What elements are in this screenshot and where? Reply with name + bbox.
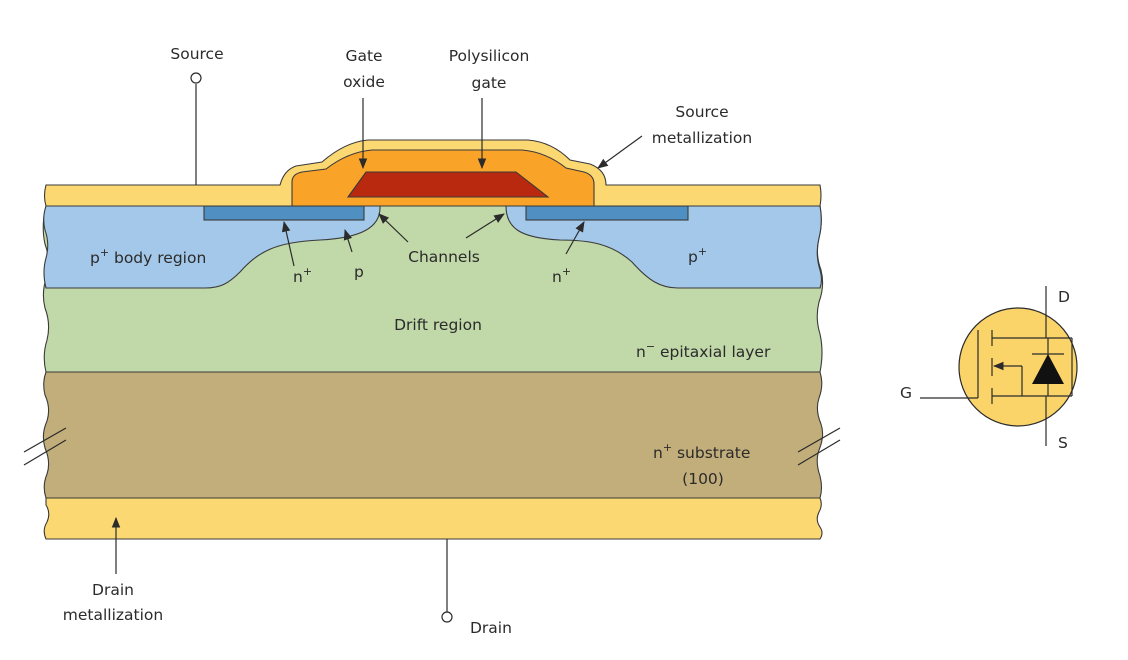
mosfet-circuit-symbol (920, 286, 1078, 446)
n-plus-right-arrow (565, 221, 585, 255)
drain-metallization-layer (43, 497, 823, 540)
symbol-gate-label: G (900, 384, 912, 402)
channels-arrow-right (465, 213, 505, 239)
n-plus-left-arrow (281, 220, 295, 267)
substrate-label: n+ substrate (653, 441, 750, 462)
source-terminal-icon (190, 72, 202, 84)
source-metallization-arrow (597, 135, 643, 169)
source-terminal (190, 72, 202, 185)
channels-arrow-left (378, 213, 409, 243)
polysilicon-gate (346, 171, 550, 198)
drain-metallization-label-line2: metallization (63, 606, 163, 624)
break-mark-icon-left (23, 427, 67, 466)
drain-metallization-label-line1: Drain (92, 581, 134, 599)
gate-oxide-label-line1: Gate (345, 47, 382, 65)
symbol-source-label: S (1058, 434, 1068, 452)
drain-terminal-icon (441, 611, 453, 623)
epitaxial-layer-label: n− epitaxial layer (636, 340, 771, 361)
p-plus-right-label: p+ (688, 245, 707, 266)
polysilicon-gate-label-line1: Polysilicon (449, 47, 530, 65)
source-label: Source (170, 45, 223, 63)
channels-label: Channels (408, 248, 480, 266)
drift-region-label: Drift region (394, 316, 482, 334)
n-plus-left-label: n+ (293, 265, 312, 286)
source-metallization-label-line1: Source (675, 103, 728, 121)
p-plus-body-region-left (43, 205, 381, 289)
polysilicon-gate-label-line2: gate (472, 74, 507, 92)
p-region-label: p (354, 263, 364, 281)
substrate-orientation-label: (100) (682, 470, 724, 488)
symbol-body-circle (958, 307, 1078, 427)
p-plus-body-region-label: p+ body region (90, 246, 206, 267)
body-diode-icon (1032, 354, 1064, 384)
drain-label: Drain (470, 619, 512, 637)
n-plus-source-right (525, 205, 689, 221)
gate-oxide-label-line2: oxide (343, 73, 385, 91)
n-plus-source-left (203, 205, 365, 221)
symbol-drain-label: D (1058, 288, 1070, 306)
n-plus-substrate-layer (42, 371, 824, 499)
p-small-arrow (343, 228, 353, 253)
break-mark-icon-right (797, 427, 841, 466)
source-metallization-label-line2: metallization (652, 129, 752, 147)
n-plus-right-label: n+ (552, 265, 571, 286)
drain-terminal (441, 539, 453, 623)
p-plus-body-region-right (505, 205, 823, 289)
